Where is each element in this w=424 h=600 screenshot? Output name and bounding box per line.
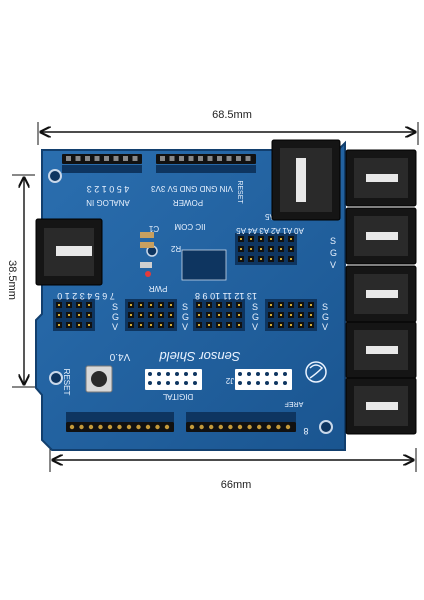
reset-button (85, 365, 113, 393)
top-connector (271, 139, 341, 221)
pin-grid (193, 299, 245, 331)
digital-nums-right: 13 12 11 10 9 8 (195, 291, 257, 301)
silkscreen-upper: 4 5 0 1 2 3 ANALOG IN VIN GND GND 5V 3V3… (86, 180, 275, 293)
analog-numbers: 4 5 0 1 2 3 (87, 184, 130, 194)
num8-label: 8 (303, 426, 308, 436)
power-pins-label: VIN GND GND 5V 3V3 (151, 184, 233, 193)
j-pad-grid (235, 369, 292, 390)
c1-label: C1 (148, 224, 159, 233)
top-width-label: 68.5mm (212, 109, 252, 121)
board-title: Sensor Shield (159, 349, 241, 364)
sgv-letter: G (112, 312, 119, 322)
sgv-letter: G (252, 312, 259, 322)
digital-label: DIGITAL (162, 392, 193, 401)
right-connectors (345, 149, 417, 435)
sgv-letter: S (330, 236, 336, 246)
iic-label: IIC COM (174, 222, 205, 231)
sgv-letter: G (182, 312, 189, 322)
j-pad-grid (145, 369, 202, 390)
sgv-letter: V (330, 260, 336, 270)
r2-label: R2 (170, 244, 181, 253)
svg-text:A0 A1 A2 A3 A4 A5: A0 A1 A2 A3 A4 A5 (236, 226, 304, 235)
small-components (140, 232, 227, 281)
right-connector-3 (345, 265, 417, 323)
side-height-label: 38.5mm (6, 260, 18, 300)
sgv-letter: S (112, 302, 118, 312)
digital-nums-left: 7 6 5 4 3 2 1 0 (57, 291, 115, 301)
sgv-letter: V (112, 322, 118, 332)
analog-in-label: ANALOG IN (86, 198, 130, 207)
top-header-pins (66, 156, 251, 161)
bottom-dimension: 66mm (49, 448, 417, 491)
sgv-letter: V (252, 322, 258, 332)
aref-label: AREF (285, 400, 304, 407)
pin-grid (53, 299, 95, 331)
power-label: POWER (173, 198, 203, 207)
sgv-letter: G (322, 312, 329, 322)
right-connector-4 (345, 321, 417, 379)
board-version: V4.0 (109, 351, 130, 362)
pin-grid (125, 299, 177, 331)
right-connector-5 (345, 377, 417, 435)
right-connector-2 (345, 207, 417, 265)
sgv-letter: S (182, 302, 188, 312)
right-connector-1 (345, 149, 417, 207)
sgv-letter: S (252, 302, 258, 312)
pin-grid (235, 233, 297, 265)
silkscreen-middle: A0 A1 A2 A3 A4 A5 7 6 5 4 3 2 1 0 13 12 … (57, 226, 308, 436)
left-connector (35, 218, 103, 286)
bottom-header-pins (69, 424, 291, 430)
sgv-letter: S (322, 302, 328, 312)
top-header-left (62, 154, 142, 173)
top-dimension: 68.5mm (37, 109, 419, 145)
sgv-letter: G (330, 248, 337, 258)
pin-header-grids (53, 233, 317, 331)
pin-grid (265, 299, 317, 331)
a5-label: A5 (265, 212, 275, 221)
sgv-letter: V (182, 322, 188, 332)
bottom-width-label: 66mm (221, 479, 252, 491)
reset-button-label: RESET (62, 369, 71, 396)
side-dimension: 38.5mm (6, 174, 35, 388)
sgv-letter: V (322, 322, 328, 332)
pwr-label: PWR (148, 284, 167, 293)
j-pads (145, 369, 292, 390)
reset-top-label: RESET (236, 180, 243, 204)
j2-label: J2 (225, 376, 234, 385)
logo-circle (305, 361, 327, 383)
